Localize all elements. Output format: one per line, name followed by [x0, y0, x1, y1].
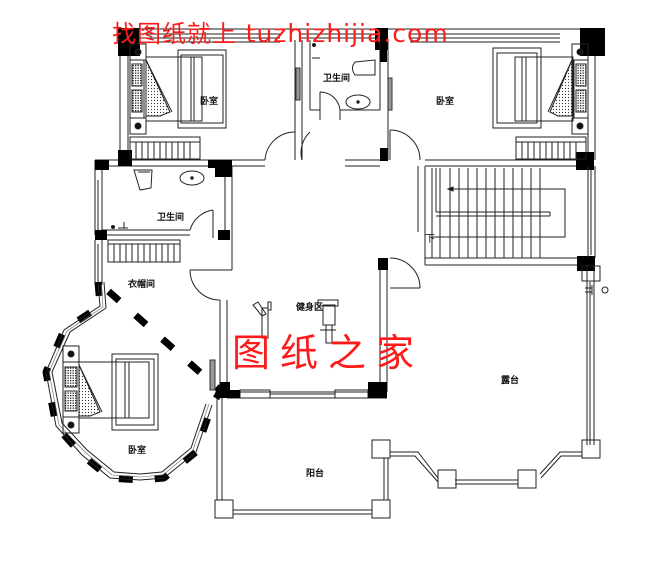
room-label-gym: 健身区: [296, 303, 324, 313]
room-label-terrace: 露台: [501, 376, 520, 386]
room-label-bathroom-north: 卫生间: [323, 74, 351, 84]
staircase: [425, 168, 580, 266]
bed-nw: [129, 43, 227, 135]
balcony-walls: [214, 398, 391, 519]
terrace-walls: [371, 265, 609, 500]
bedroom-sw-octagon: [42, 279, 224, 484]
stairs-down-label: 下: [425, 234, 435, 245]
room-label-bedroom-sw: 卧室: [128, 446, 147, 456]
watermark-top-cn: 找图纸就上: [112, 20, 237, 48]
bathroom-west: [94, 160, 233, 270]
watermark-center: 图纸之家: [232, 331, 425, 375]
room-label-bathroom-west: 卫生间: [157, 213, 185, 223]
closet: [94, 239, 232, 301]
watermark-top-url: tuzhizhijia.com: [245, 19, 449, 48]
bathroom-north: [295, 40, 393, 120]
bed-sw: [62, 345, 159, 434]
gym-equipment: [252, 299, 339, 345]
room-label-closet: 衣帽间: [128, 280, 156, 290]
watermark-top: 找图纸就上 tuzhizhijia.com: [112, 14, 449, 49]
bedroom-nw-walls: [95, 40, 303, 167]
room-label-bedroom-nw: 卧室: [200, 97, 219, 107]
room-label-bedroom-ne: 卧室: [436, 97, 455, 107]
bed-ne: [492, 43, 589, 135]
wardrobe-ne: [515, 136, 587, 160]
room-label-balcony: 阳台: [306, 469, 325, 479]
wardrobe-nw: [129, 136, 201, 160]
north-wall: [118, 28, 605, 43]
